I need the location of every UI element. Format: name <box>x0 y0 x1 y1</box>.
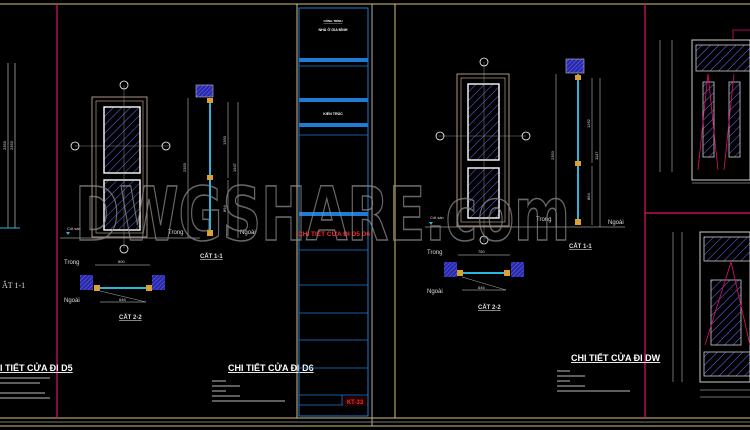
door-d6-section-2-2: 800 646 Trong Ngoài CẮT 2-2 <box>64 259 165 321</box>
dim-height: 2353 <box>182 162 187 172</box>
door-dw-section-2-2: 750 646 Trong Ngoài CẮT 2-2 <box>427 249 524 311</box>
dim-width: 800 <box>118 259 125 264</box>
level-marker-icon <box>66 232 70 235</box>
dim-total: 1147 <box>594 151 599 160</box>
sheet-number-box <box>343 396 367 406</box>
inside-label: Trong <box>536 217 551 223</box>
door-dw-notes <box>557 370 630 392</box>
dim-inner-width: 646 <box>119 297 126 302</box>
door-d6-notes <box>212 380 285 402</box>
dim-upper: 1262 <box>586 118 591 128</box>
sheet-frame <box>0 3 750 427</box>
floor-level-label: Cốt sàn <box>67 226 81 231</box>
section-marker-icon <box>119 80 129 90</box>
section-marker-icon <box>119 244 129 254</box>
door-d6-elevation: Cốt sàn <box>60 80 200 254</box>
dim-lower: 894 <box>586 193 591 200</box>
outside-label: Ngoài <box>427 289 443 295</box>
glass-panel-lower <box>103 179 141 231</box>
sheet-dividers <box>56 4 750 418</box>
dim-total: 1947 <box>232 162 237 172</box>
section-marker-icon <box>70 141 80 151</box>
section-marker-icon <box>521 131 531 141</box>
section-marker-icon <box>435 131 445 141</box>
sheet-content: KIẾN TRÚC <box>323 111 343 116</box>
section-marker-icon <box>161 141 171 151</box>
section-2-label: CẮT 2-2 <box>119 313 142 321</box>
section-label: ẮT 1-1 <box>2 280 25 290</box>
inside-label: Trong <box>168 230 183 236</box>
project-label: CÔNG TRÌNH <box>324 18 343 23</box>
glass-panel-upper <box>467 83 500 161</box>
door-dw-elevation: Cốt sàn <box>425 57 625 245</box>
section-marker-icon <box>479 235 489 245</box>
drawing-title: CHI TIẾT CỬA ĐI D5 D6 <box>298 228 370 238</box>
floor-level-label: Cốt sàn <box>430 215 444 220</box>
dim-text: 2353 <box>9 140 14 150</box>
dim-height: 2353 <box>550 150 555 160</box>
outside-label: Ngoài <box>240 230 256 236</box>
door-d6-title: CHI TIẾT CỬA ĐI D6 <box>228 362 314 373</box>
outside-label: Ngoài <box>608 220 624 226</box>
inside-label: Trong <box>64 260 79 266</box>
section-marker-icon <box>479 57 489 67</box>
watermark: DWGSHARE.com <box>75 172 570 258</box>
level-marker-icon <box>429 222 433 225</box>
window-lower <box>672 231 750 398</box>
door-dw-section-1-1: 2353 1262 1147 894 Trong Ngoài CẮT 1-1 <box>536 58 624 250</box>
dim-text: 2353 <box>2 140 7 150</box>
dim-width: 750 <box>478 249 485 254</box>
drawing-title: I TIẾT CỬA ĐI D5 <box>0 362 73 373</box>
dim-inner-width: 646 <box>478 285 485 290</box>
left-partial-drawing: 2353 2353 ẮT 1-1 I TIẾT CỬA ĐI D5 <box>0 63 73 399</box>
section-1-label: CẮT 1-1 <box>569 242 592 250</box>
glass-panel-upper <box>103 106 141 174</box>
inside-label: Trong <box>427 250 442 256</box>
door-d6-section-1-1: 2353 1393 1947 894 Trong Ngoài CẮT 1-1 <box>168 84 256 260</box>
section-1-label: CẮT 1-1 <box>200 252 223 260</box>
dim-upper: 1393 <box>222 135 227 145</box>
door-dw-title: CHI TIẾT CỬA ĐI DW <box>571 352 661 363</box>
dim-lower: 894 <box>222 205 227 212</box>
sheet-number: KT-33 <box>347 400 364 406</box>
title-block: CÔNG TRÌNH NHÀ Ở GIA ĐÌNH KIẾN TRÚC CHI … <box>298 7 370 417</box>
project-name: NHÀ Ở GIA ĐÌNH <box>319 27 348 32</box>
glass-panel-lower <box>467 167 500 219</box>
window-upper <box>659 29 750 184</box>
section-2-label: CẮT 2-2 <box>478 303 501 311</box>
outside-label: Ngoài <box>64 298 80 304</box>
